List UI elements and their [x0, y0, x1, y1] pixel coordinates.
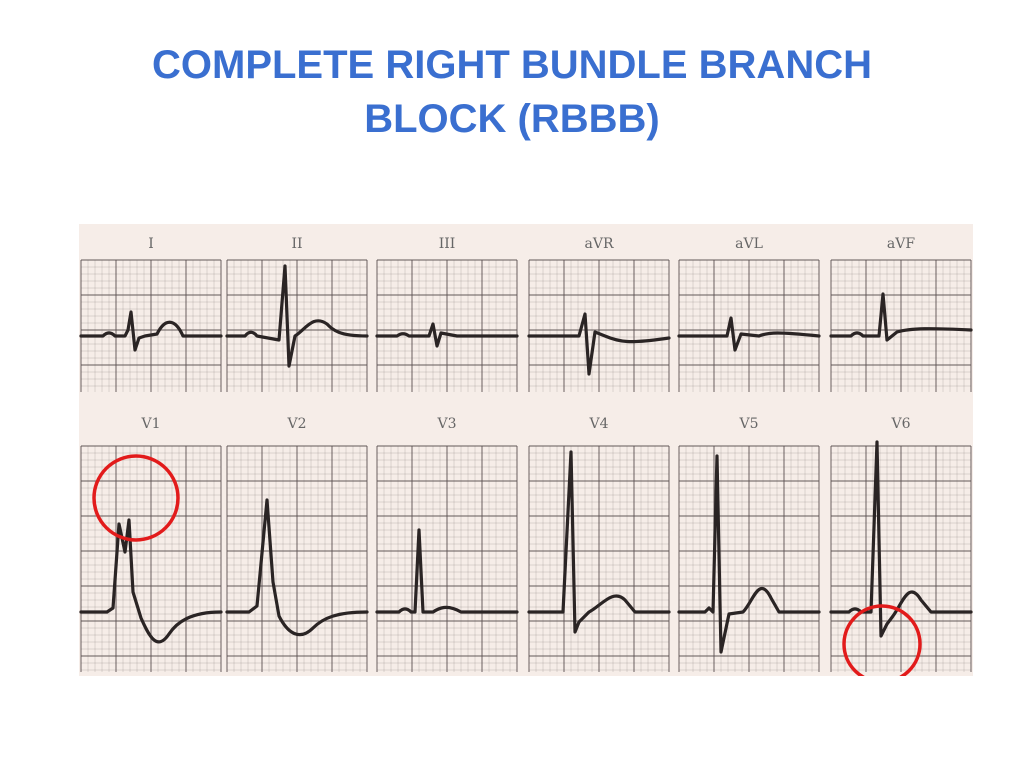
highlight-circle-V1	[92, 454, 180, 542]
lead-label-V4: V4	[588, 416, 608, 432]
ecg-grid-I	[80, 259, 222, 392]
ecg-grid-III	[376, 259, 518, 392]
ecg-grid-V2	[226, 445, 368, 672]
lead-label-V3: V3	[436, 416, 456, 432]
ecg-trace-V5	[677, 454, 821, 654]
ecg-trace-III	[375, 322, 519, 348]
lead-label-V2: V2	[286, 416, 306, 432]
ecg-trace-aVL	[677, 316, 821, 352]
ecg-grid-V5	[678, 445, 820, 672]
lead-label-I: I	[148, 236, 154, 252]
lead-label-II: II	[291, 236, 302, 252]
lead-label-aVR: aVR	[585, 236, 614, 252]
highlight-circle-V6	[842, 604, 922, 676]
ecg-trace-aVR	[527, 312, 671, 376]
ecg-trace-I	[79, 310, 223, 352]
ecg-trace-V1	[79, 518, 223, 644]
ecg-trace-II	[225, 264, 369, 368]
lead-label-aVL: aVL	[735, 236, 763, 252]
ecg-trace-V6	[829, 440, 973, 638]
lead-label-V1: V1	[140, 416, 160, 432]
ecg-grid-V4	[528, 445, 670, 672]
ecg-trace-V4	[527, 450, 671, 634]
ecg-grid-aVL	[678, 259, 820, 392]
ecg-grid-V6	[830, 445, 972, 672]
lead-label-V5: V5	[738, 416, 758, 432]
slide-title-line-1: COMPLETE RIGHT BUNDLE BRANCH	[152, 43, 872, 87]
ecg-grid-aVF	[830, 259, 972, 392]
slide-title-line-2: BLOCK (RBBB)	[364, 97, 660, 141]
ecg-grid-II	[226, 259, 368, 392]
lead-label-aVF: aVF	[887, 236, 915, 252]
ecg-trace-V3	[375, 528, 519, 614]
ecg-grid-V3	[376, 445, 518, 672]
lead-label-V6: V6	[890, 416, 910, 432]
lead-label-III: III	[439, 236, 456, 252]
ecg-grid-aVR	[528, 259, 670, 392]
ecg-trace-aVF	[829, 292, 973, 342]
slide-title: COMPLETE RIGHT BUNDLE BRANCH BLOCK (RBBB…	[0, 38, 1024, 146]
ecg-trace-V2	[225, 498, 369, 637]
